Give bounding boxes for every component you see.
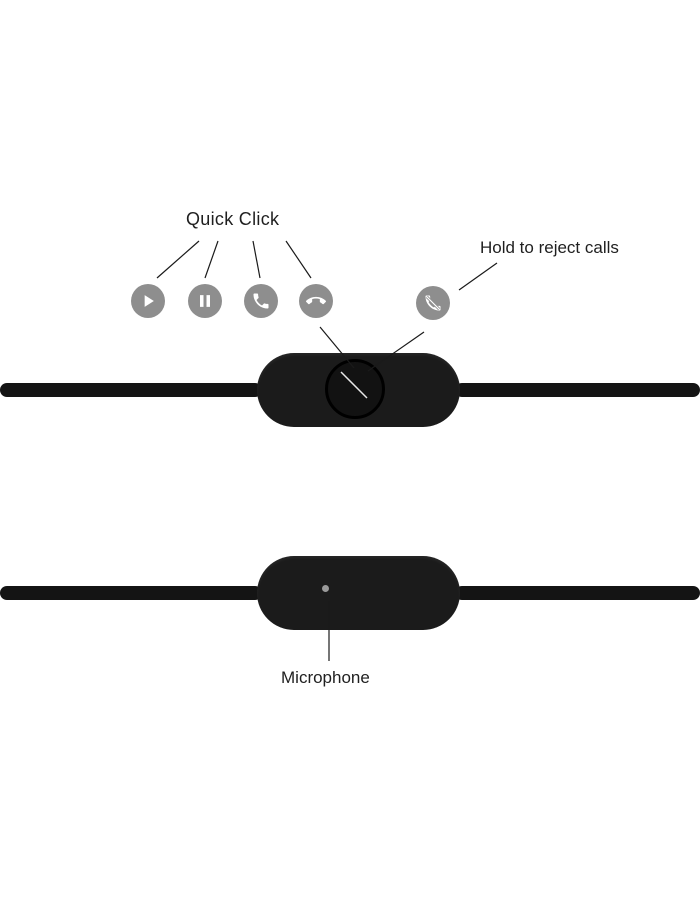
- callout-line-answer: [252, 240, 261, 279]
- microphone-hole: [322, 585, 329, 592]
- callout-line-play: [156, 240, 200, 279]
- end-call-icon: [299, 284, 333, 318]
- cable-left-top: [0, 383, 262, 397]
- callout-line-pause: [204, 240, 219, 279]
- cable-right-top: [455, 383, 700, 397]
- inline-remote-top: [257, 353, 460, 427]
- answer-call-icon: [244, 284, 278, 318]
- cable-left-bottom: [0, 586, 262, 600]
- callout-line-reject-label: [458, 262, 498, 291]
- cable-right-bottom: [455, 586, 700, 600]
- pause-icon: [188, 284, 222, 318]
- multifunction-button: [325, 359, 385, 419]
- quick-click-label: Quick Click: [186, 209, 280, 229]
- callout-line-end-call: [285, 240, 312, 279]
- inline-remote-bottom: [257, 556, 460, 630]
- reject-call-icon: [416, 286, 450, 320]
- hold-to-reject-label: Hold to reject calls: [480, 238, 619, 257]
- microphone-label: Microphone: [281, 668, 370, 687]
- play-icon: [131, 284, 165, 318]
